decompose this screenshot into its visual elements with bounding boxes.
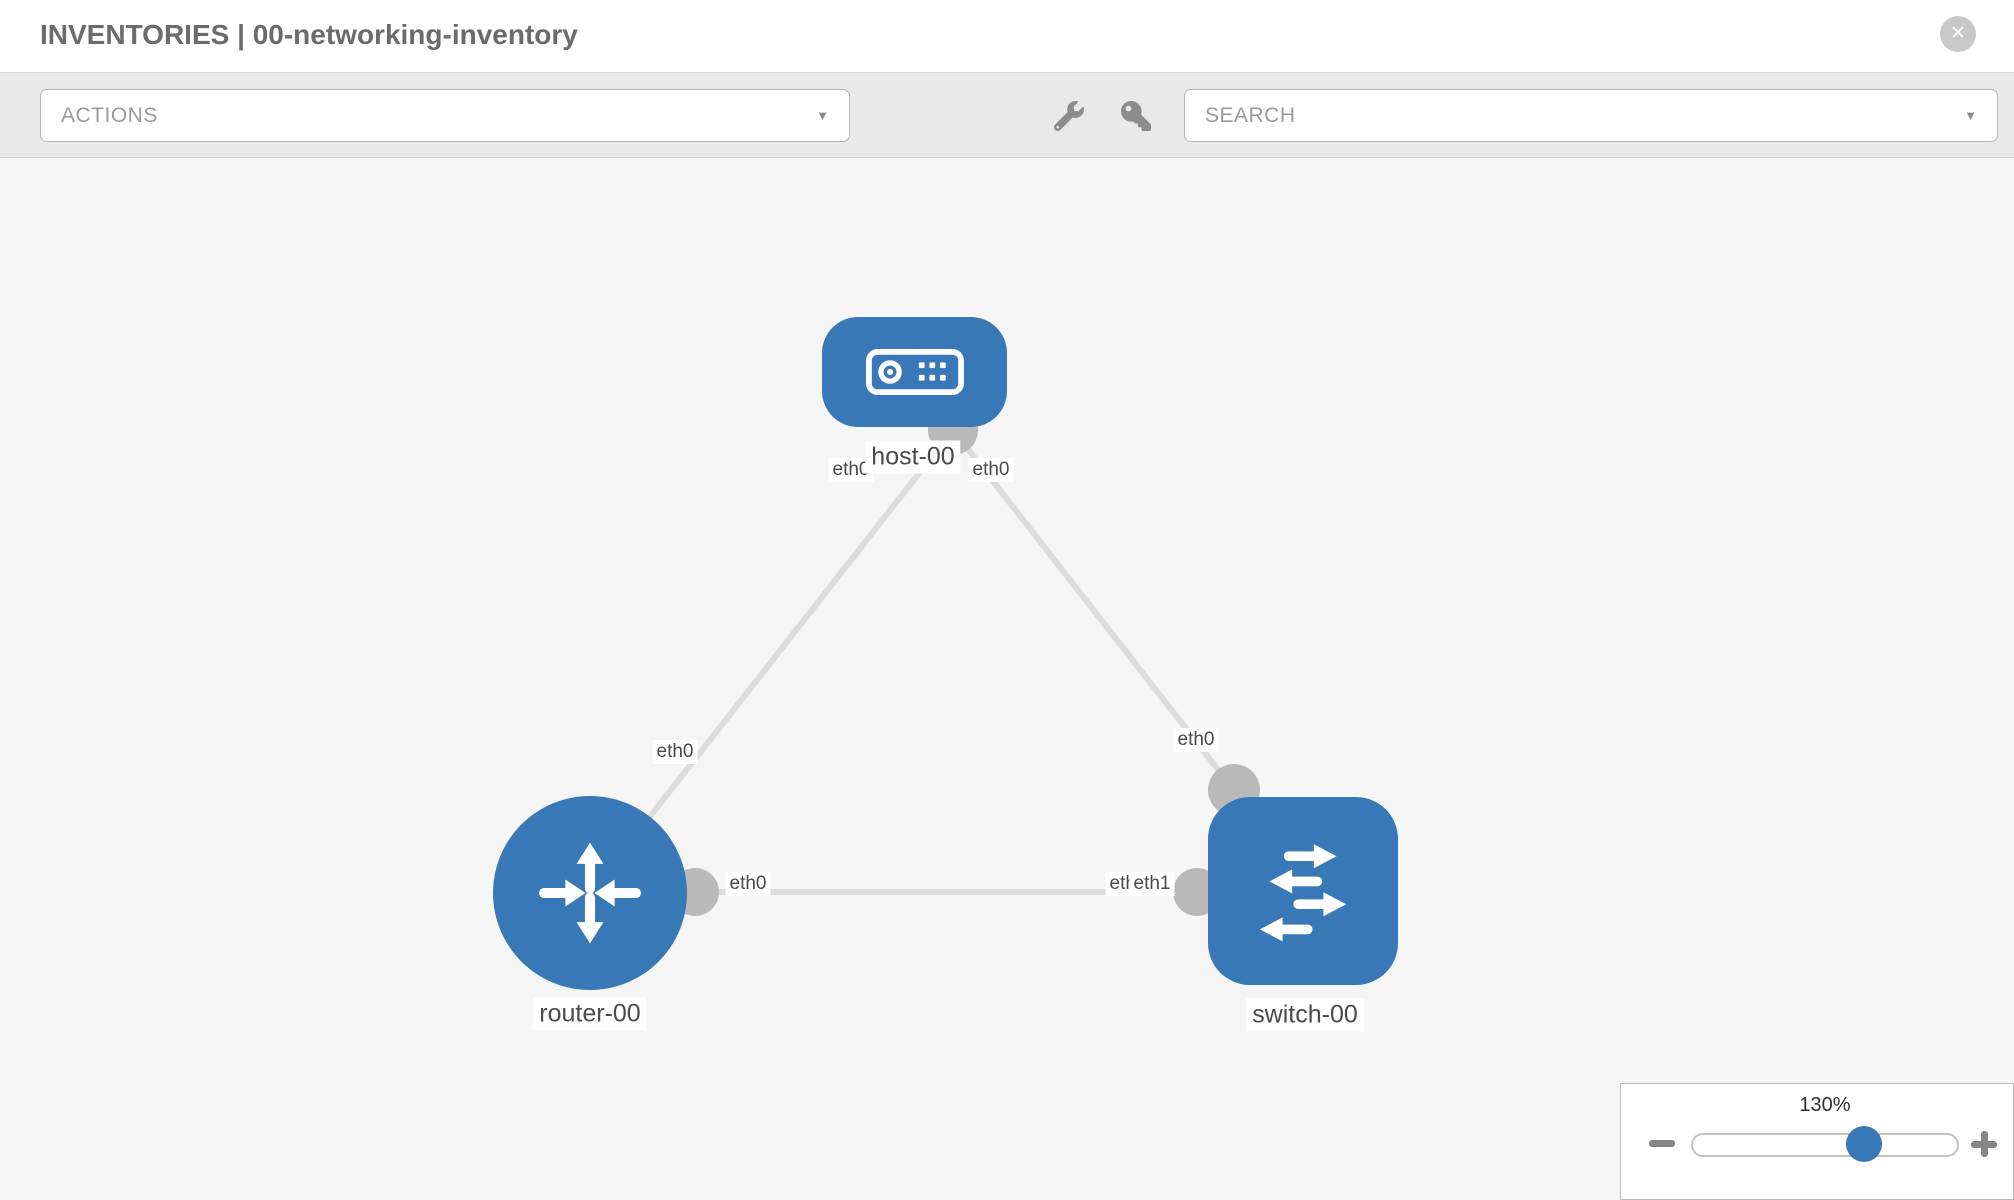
node-label-router-00: router-00 <box>533 997 647 1031</box>
node-label-switch-00: switch-00 <box>1246 998 1364 1032</box>
close-icon: ✕ <box>1950 23 1966 44</box>
configure-button[interactable] <box>1050 97 1088 135</box>
page-header: INVENTORIES | 00-networking-inventory ✕ <box>0 0 2014 73</box>
plus-icon <box>1981 1131 1988 1157</box>
search-placeholder: SEARCH <box>1205 103 1296 127</box>
caret-down-icon: ▼ <box>1964 108 1977 123</box>
caret-down-icon: ▼ <box>816 108 829 123</box>
zoom-out-button[interactable] <box>1649 1136 1675 1152</box>
zoom-control-panel: 130% <box>1620 1083 2014 1200</box>
zoom-level-text: 130% <box>1799 1094 1851 1116</box>
interface-label-switch-link-eth0: eth0 <box>1173 728 1219 752</box>
close-button[interactable]: ✕ <box>1940 16 1976 52</box>
toolbar: ACTIONS ▼ SEARCH ▼ <box>0 73 2014 158</box>
actions-dropdown[interactable]: ACTIONS ▼ <box>40 89 850 142</box>
interface-label-host-eth0-left: eth0 <box>828 458 874 482</box>
zoom-slider-thumb[interactable] <box>1846 1126 1882 1162</box>
node-host-00[interactable] <box>822 317 1007 427</box>
actions-dropdown-label: ACTIONS <box>61 103 158 127</box>
key-icon <box>1121 101 1151 131</box>
host-icon <box>865 348 964 396</box>
interface-label-router-link-eth0: eth0 <box>652 740 698 764</box>
zoom-in-button[interactable] <box>1971 1131 1997 1157</box>
node-switch-00[interactable] <box>1208 797 1398 985</box>
topology-canvas[interactable] <box>0 158 2014 1200</box>
key-button[interactable] <box>1117 97 1155 135</box>
page-title: INVENTORIES | 00-networking-inventory <box>40 19 578 50</box>
minus-icon <box>1649 1140 1675 1147</box>
interface-label-host-eth0-right: eth0 <box>968 458 1014 482</box>
zoom-slider-track[interactable] <box>1691 1133 1959 1157</box>
link-host-router[interactable] <box>587 428 956 895</box>
node-router-00[interactable] <box>493 796 687 990</box>
interface-label-switch-eth1-over: eth1 <box>1129 872 1175 896</box>
wrench-icon <box>1054 101 1084 131</box>
search-dropdown[interactable]: SEARCH ▼ <box>1184 89 1998 142</box>
interface-label-router-eth0: eth0 <box>725 872 771 896</box>
switch-icon <box>1259 844 1347 942</box>
node-label-host-00: host-00 <box>865 440 961 474</box>
router-icon <box>539 842 641 944</box>
